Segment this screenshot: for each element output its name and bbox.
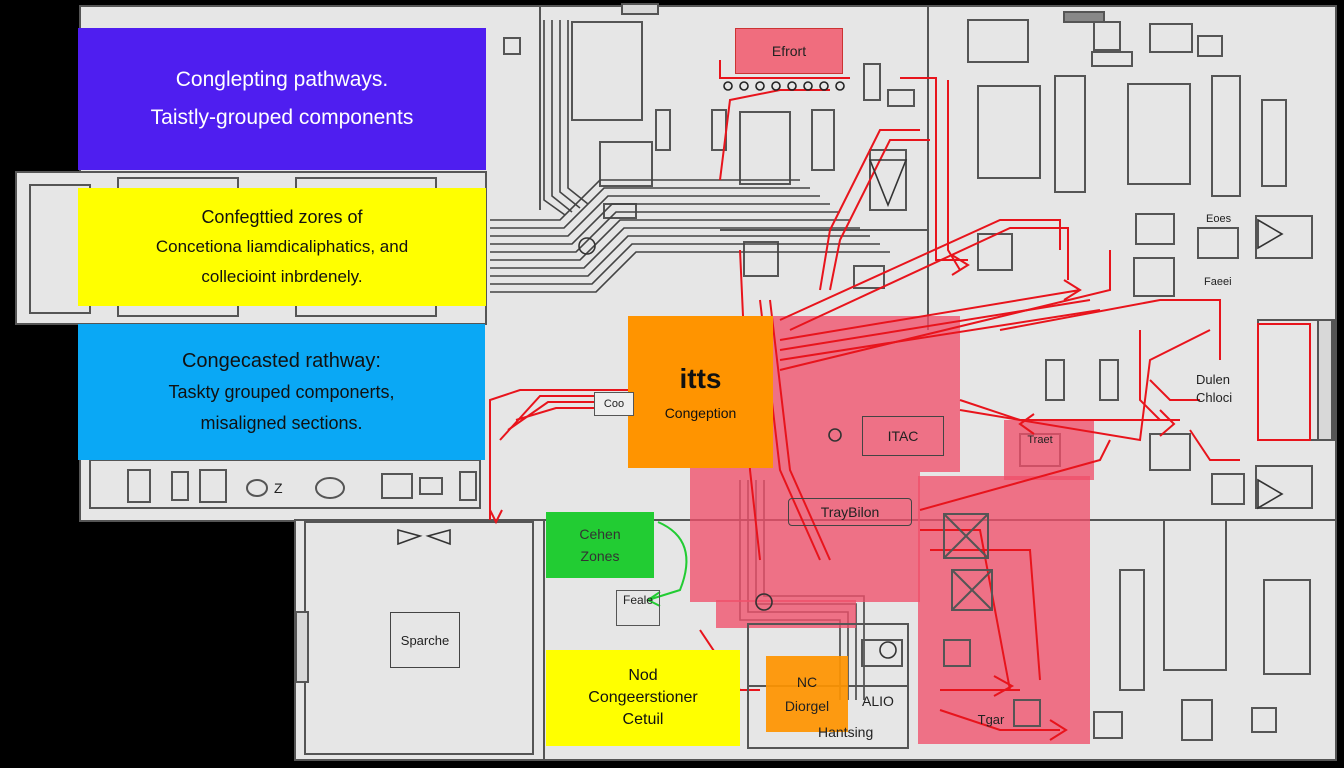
green-callout-line1: Cehen (579, 526, 621, 542)
eoes-label: Eoes (1206, 213, 1232, 225)
bottom-orange-callout: NC Diorgel (766, 656, 848, 732)
efrort-label: Efrort (735, 28, 843, 74)
yellow-callout-line3: collecioint inbrdenely. (201, 267, 363, 286)
fan-icon (578, 237, 897, 659)
green-connector-arrow (647, 521, 688, 601)
coo-label: Coo (594, 392, 634, 416)
bottom-orange-line1: NC (796, 674, 818, 690)
itac-label: ITAC (862, 416, 944, 456)
green-callout: Cehen Zones (546, 512, 654, 578)
dulen-label: Dulen (1196, 372, 1230, 387)
purple-callout: Conglepting pathways. Taistly-grouped co… (78, 28, 486, 170)
yellow-callout-line1: Confegttied zores of (201, 207, 363, 227)
traybilon-label: TrayBilon (788, 498, 912, 526)
purple-callout-line2: Taistly-grouped components (150, 106, 414, 129)
blue-callout-line1: Congecasted rathway: (181, 349, 381, 372)
orange-callout-subtitle: Congeption (664, 405, 737, 421)
arrow-icon (489, 254, 1176, 741)
blue-callout: Congecasted rathway: Taskty grouped comp… (78, 324, 485, 460)
z-mark-label: Z (274, 480, 283, 496)
traet-label: Traet (1027, 434, 1053, 446)
orange-callout-title: itts (679, 363, 722, 394)
orange-callout: itts Congeption (628, 316, 773, 468)
faeei-label: Faeei (1204, 276, 1232, 288)
bottom-yellow-line3: Cetuil (622, 711, 664, 728)
door-icon (295, 3, 1333, 683)
green-callout-line2: Zones (580, 548, 620, 564)
tgar-label: Tgar (977, 711, 1005, 727)
yellow-callout: Confegttied zores of Concetiona liamdica… (78, 188, 486, 306)
bottom-yellow-line1: Nod (628, 667, 658, 684)
alio-label: ALIO (862, 693, 894, 709)
chloci-label: Chloci (1196, 390, 1233, 405)
red-routes (489, 60, 1240, 731)
bottom-orange-line2: Diorgel (784, 698, 830, 714)
sink-icon (397, 159, 1284, 546)
blue-callout-line2: Taskty grouped componerts, (168, 381, 395, 402)
connector-dots (723, 81, 845, 91)
feale-label: Feale (616, 590, 660, 626)
bottom-grid (747, 513, 1041, 749)
yellow-callout-line2: Concetiona liamdicaliphatics, and (155, 237, 409, 256)
sparche-label: Sparche (390, 612, 460, 668)
hantsing-label: Hantsing (818, 724, 874, 740)
purple-callout-line1: Conglepting pathways. (175, 68, 389, 91)
bottom-yellow-callout: Nod Congeerstioner Cetuil (546, 650, 740, 746)
blue-callout-line3: misaligned sections. (200, 412, 363, 433)
bottom-yellow-line2: Congeerstioner (588, 689, 698, 706)
red-outline-box (1257, 323, 1311, 441)
fixtures-row (127, 469, 477, 503)
